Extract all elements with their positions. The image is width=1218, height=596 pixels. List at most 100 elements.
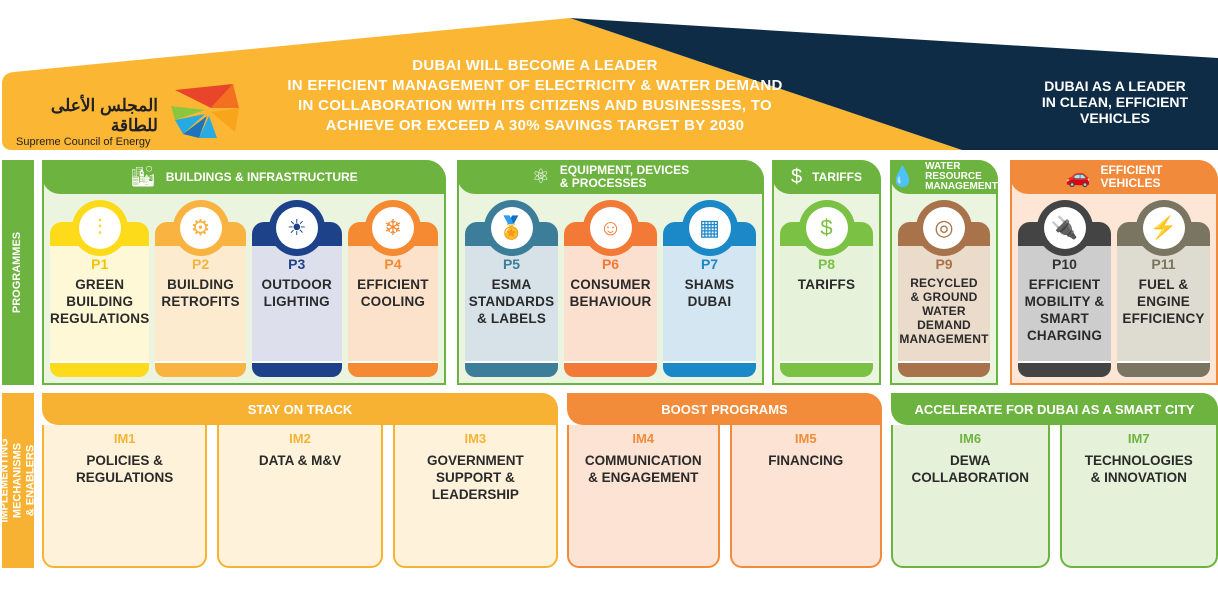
group-header: 🚗 EFFICIENT VEHICLES bbox=[1010, 160, 1218, 194]
icon-circle: ⚡ bbox=[1135, 200, 1192, 256]
card-footer-bar bbox=[898, 361, 990, 377]
group-title: BUILDINGS & INFRASTRUCTURE bbox=[165, 169, 358, 184]
sliders-icon: ⫶ bbox=[78, 207, 121, 249]
programme-code: P11 bbox=[1151, 256, 1176, 272]
icon-circle: ▦ bbox=[681, 200, 738, 256]
supreme-council-logo: المجلس الأعلى للطاقة Supreme Council of … bbox=[16, 96, 166, 148]
group-header: ACCELERATE FOR DUBAI AS A SMART CITY bbox=[891, 393, 1218, 425]
icon-circle: ☺ bbox=[582, 200, 639, 256]
group-header: BOOST PROGRAMS bbox=[567, 393, 882, 425]
group-header: ⚛EQUIPMENT, DEVICES & PROCESSES bbox=[457, 160, 764, 194]
gear-icon: ⚙ bbox=[179, 207, 222, 249]
group-title: TARIFFS bbox=[812, 169, 862, 184]
programmes-side-label: PROGRAMMES bbox=[2, 160, 34, 385]
vision-statement: DUBAI WILL BECOME A LEADER IN EFFICIENT … bbox=[287, 57, 783, 134]
dollar-search-icon: $ bbox=[805, 207, 848, 249]
programme-code: P4 bbox=[384, 256, 402, 272]
card-footer-bar bbox=[347, 361, 439, 377]
water-drop-icon: 💧 bbox=[890, 165, 916, 188]
card-footer-bar bbox=[50, 361, 150, 377]
programme-code: P6 bbox=[601, 256, 620, 272]
programme-label: TARIFFS bbox=[797, 277, 856, 292]
logo-arabic-text: المجلس الأعلى للطاقة bbox=[50, 96, 158, 135]
snowflake-icon: ❄ bbox=[371, 207, 414, 249]
icon-circle: ◎ bbox=[916, 200, 972, 256]
card-footer-bar bbox=[155, 361, 246, 377]
programme-label: CONSUMER BEHAVIOUR bbox=[569, 277, 652, 309]
vision-banner-navy bbox=[570, 18, 1218, 150]
card-footer-bar bbox=[663, 361, 756, 377]
card-footer-bar bbox=[251, 361, 342, 377]
group-header: STAY ON TRACK bbox=[42, 393, 558, 425]
icon-circle: ❄ bbox=[364, 200, 421, 256]
programme-code: P2 bbox=[191, 256, 210, 272]
group-title: EFFICIENT VEHICLES bbox=[1100, 163, 1163, 190]
programme-label: EFFICIENT COOLING bbox=[357, 277, 429, 309]
programme-code: P7 bbox=[700, 256, 719, 272]
group-header: 💧WATER RESOURCE MANAGEMENT bbox=[890, 160, 998, 194]
implementing-label: DEWA COLLABORATION bbox=[911, 453, 1030, 485]
implementing-side-label: IMPLEMENTING MECHANISMS & ENABLERS bbox=[0, 393, 37, 568]
programme-code: P8 bbox=[817, 256, 836, 272]
programme-label: SHAMS DUBAI bbox=[684, 277, 735, 309]
implementing-code: IM2 bbox=[289, 431, 311, 446]
card-footer-bar bbox=[1117, 361, 1210, 377]
programme-label: ESMA STANDARDS & LABELS bbox=[468, 277, 555, 326]
group-title: EQUIPMENT, DEVICES & PROCESSES bbox=[559, 163, 690, 190]
logo-english-text: Supreme Council of Energy bbox=[16, 136, 151, 148]
implementing-code: IM4 bbox=[632, 431, 655, 446]
water-ripple-icon: ◎ bbox=[923, 207, 965, 249]
implementing-label: GOVERNMENT SUPPORT & LEADERSHIP bbox=[426, 453, 524, 502]
programme-label: BUILDING RETROFITS bbox=[161, 277, 240, 309]
programmes-label-text: PROGRAMMES bbox=[11, 231, 24, 314]
icon-circle: $ bbox=[798, 200, 855, 256]
ev-plug-icon: 🔌 bbox=[1043, 207, 1086, 249]
card-footer-bar bbox=[780, 361, 873, 377]
implementing-code: IM3 bbox=[464, 431, 487, 446]
icon-circle: ⚙ bbox=[172, 200, 229, 256]
city-icon: 🏙 bbox=[130, 165, 156, 188]
electric-car-icon: 🚗 bbox=[1065, 165, 1091, 188]
group-header: $TARIFFS bbox=[772, 160, 881, 194]
implementing-label: DATA & M&V bbox=[258, 453, 342, 468]
implementing-code: IM6 bbox=[959, 431, 982, 446]
